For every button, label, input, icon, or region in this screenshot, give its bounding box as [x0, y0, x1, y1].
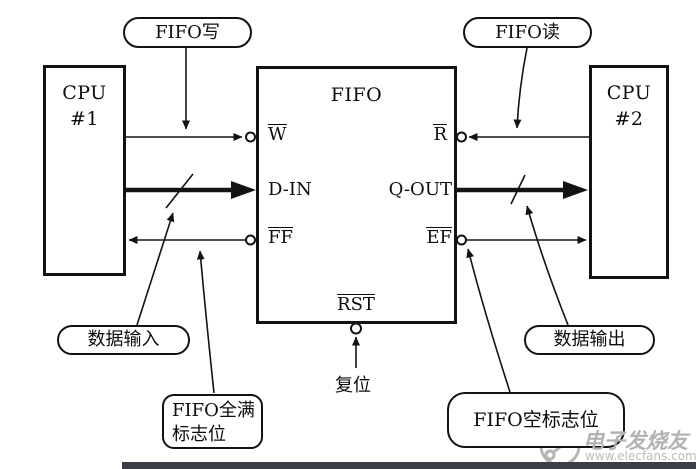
watermark-url: www.elecfans.com	[585, 449, 696, 463]
full-flag-leader-arrow	[196, 250, 214, 393]
w-inversion-bubble	[246, 133, 255, 142]
qout-bus-width-slash	[511, 175, 525, 204]
cpu2-label: CPU	[606, 82, 652, 104]
callout-fifo-write: FIFO写	[123, 17, 252, 48]
data-output-leader-arrow	[525, 205, 568, 325]
din-bus-width-slash	[166, 174, 193, 208]
empty-flag-leader-arrow	[466, 248, 510, 392]
ff-inversion-bubble	[246, 236, 255, 245]
qout-bus-arrowhead	[563, 181, 588, 199]
din-bus-arrowhead	[231, 181, 256, 199]
callout-empty-flag: FIFO空标志位	[447, 392, 625, 448]
callout-full-flag: FIFO全满 标志位	[162, 394, 263, 449]
ef-inversion-bubble	[457, 236, 466, 245]
pin-w-label: W	[268, 124, 287, 145]
full-flag-line2: 标志位	[172, 424, 226, 446]
callout-data-input: 数据输入	[57, 325, 190, 355]
callout-data-output: 数据输出	[524, 325, 655, 355]
cpu2-number: #2	[614, 107, 644, 130]
bottom-divider-bar	[122, 462, 696, 469]
r-inversion-bubble	[457, 133, 466, 142]
pin-rst-label: RST	[337, 294, 375, 315]
pin-qout-label: Q-OUT	[388, 179, 452, 200]
cpu2-box: CPU #2	[589, 65, 669, 279]
pin-ff-label: FF	[268, 227, 293, 248]
cpu1-label: CPU	[62, 82, 107, 104]
fifo-box: FIFO	[256, 66, 457, 324]
callout-fifo-read: FIFO读	[463, 17, 592, 48]
data-input-leader-arrow	[137, 212, 175, 325]
cpu1-number: #1	[69, 107, 99, 130]
fifo-read-leader-arrow	[513, 48, 527, 129]
full-flag-line1: FIFO全满	[172, 400, 255, 421]
rst-inversion-bubble	[351, 324, 361, 334]
fifo-title: FIFO	[330, 84, 383, 106]
pin-ef-label: EF	[426, 227, 452, 248]
pin-r-label: R	[433, 124, 447, 145]
reset-label: 复位	[335, 375, 371, 396]
pin-din-label: D-IN	[268, 179, 312, 200]
watermark-brand: 电子发烧友	[583, 429, 688, 453]
cpu1-box: CPU #1	[43, 65, 126, 276]
